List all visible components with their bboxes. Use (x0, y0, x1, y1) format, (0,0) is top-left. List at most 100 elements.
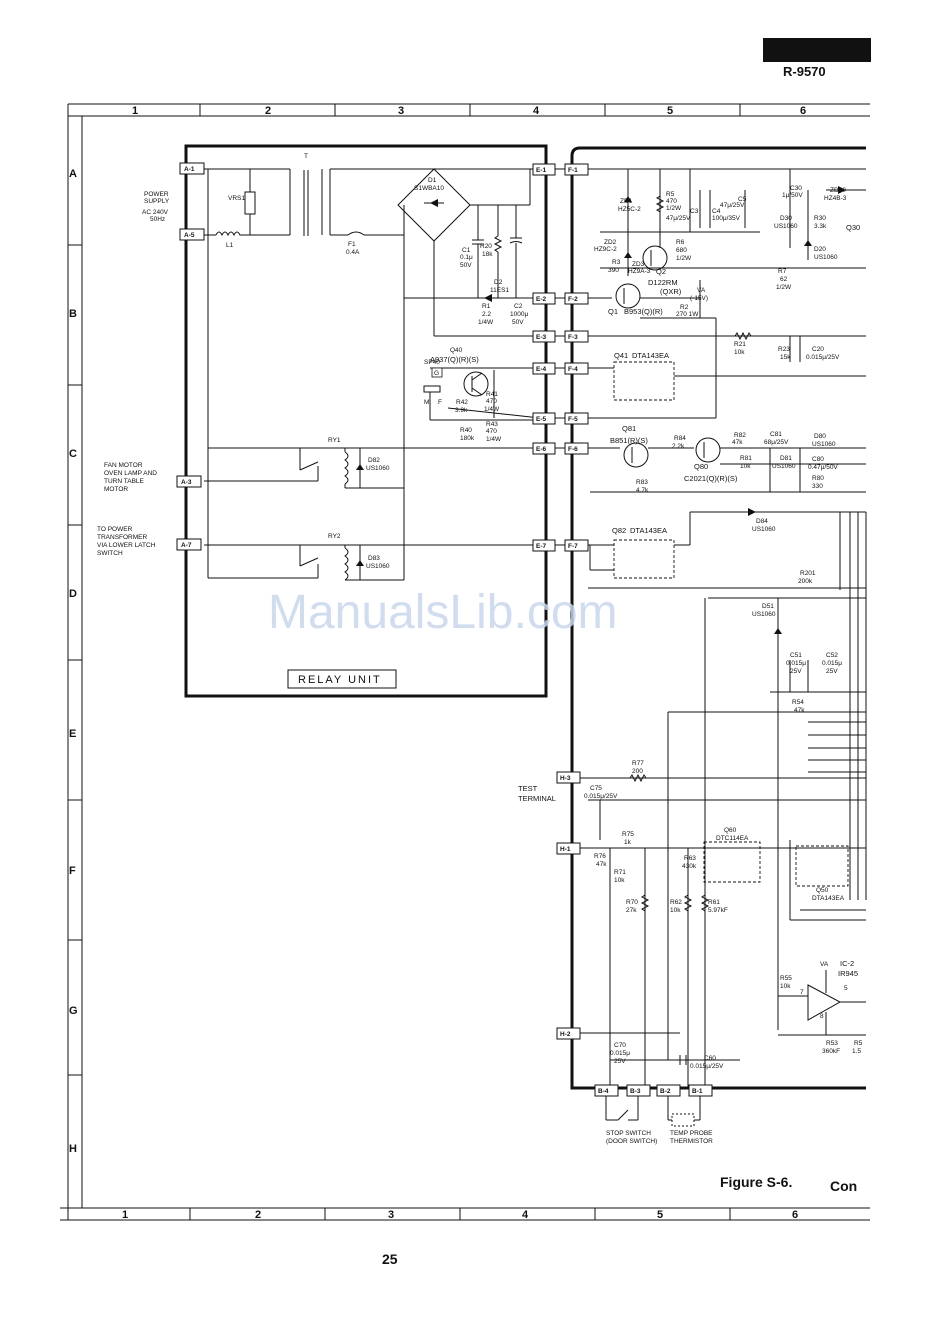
grid-col-2: 2 (265, 105, 271, 117)
svg-text:R80: R80 (812, 475, 824, 482)
svg-text:10k: 10k (614, 877, 625, 884)
svg-text:Q80: Q80 (694, 462, 708, 471)
svg-text:10k: 10k (780, 983, 791, 990)
label-d1: D1 (428, 177, 437, 184)
svg-text:270 1W: 270 1W (676, 311, 699, 318)
svg-text:25V: 25V (790, 668, 802, 675)
label-d2-val: 11ES1 (490, 287, 509, 294)
svg-text:0.015μ/25V: 0.015μ/25V (690, 1063, 724, 1070)
terminal-e5: E-5 (536, 416, 547, 423)
svg-text:7: 7 (800, 989, 804, 996)
svg-text:VA: VA (697, 287, 706, 294)
label-c1-val2: 50V (460, 262, 472, 269)
grid-col-2-bottom: 2 (255, 1209, 261, 1221)
label-r20-val: 18k (482, 251, 493, 258)
svg-text:Q1: Q1 (608, 307, 618, 316)
b-terminals: B-4 B-3 B-2 B-1 (594, 1084, 713, 1097)
svg-text:SWITCH: SWITCH (97, 550, 123, 557)
svg-text:10k: 10k (670, 907, 681, 914)
label-r40: R40 (460, 427, 472, 434)
svg-text:R5: R5 (854, 1040, 863, 1047)
svg-text:10k: 10k (740, 463, 751, 470)
label-r41: R41 (486, 391, 498, 398)
relay-terminals: A-1 A-5 A-3 A-7 (176, 162, 205, 551)
terminal-f1: F-1 (568, 167, 578, 174)
connector-wiring (555, 168, 565, 546)
control-component-labels: ZD1 HZ5C-2 R5 470 1/2W C3 47μ/25V C4 100… (584, 185, 863, 1070)
terminal-f3: F-3 (568, 334, 578, 341)
svg-text:R82: R82 (734, 432, 746, 439)
svg-text:1μ/50V: 1μ/50V (782, 192, 803, 199)
svg-text:8: 8 (820, 1013, 824, 1020)
svg-text:ZD1: ZD1 (620, 198, 633, 205)
svg-text:R61: R61 (708, 899, 720, 906)
label-r42: R42 (456, 399, 468, 406)
svg-text:470: 470 (666, 198, 677, 205)
terminal-e3: E-3 (536, 334, 547, 341)
svg-text:C2021(Q)(R)(S): C2021(Q)(R)(S) (684, 474, 738, 483)
svg-text:R55: R55 (780, 975, 792, 982)
svg-text:US1060: US1060 (812, 441, 836, 448)
svg-text:DTC114EA: DTC114EA (716, 835, 749, 842)
svg-text:R84: R84 (674, 435, 686, 442)
svg-text:(-15V): (-15V) (690, 295, 708, 302)
svg-text:R2: R2 (680, 304, 689, 311)
svg-text:R54: R54 (792, 699, 804, 706)
terminal-f4: F-4 (568, 366, 578, 373)
svg-text:R70: R70 (626, 899, 638, 906)
svg-text:680: 680 (676, 247, 687, 254)
svg-text:HZ9A-3: HZ9A-3 (628, 268, 651, 275)
label-d83-val: US1060 (366, 563, 390, 570)
terminal-h1: H-1 (560, 846, 571, 853)
svg-text:C80: C80 (812, 456, 824, 463)
svg-text:C30: C30 (790, 185, 802, 192)
svg-text:C20: C20 (812, 346, 824, 353)
svg-text:5.97kF: 5.97kF (708, 907, 728, 914)
label-r1: R1 (482, 303, 491, 310)
svg-text:US1060: US1060 (774, 223, 798, 230)
f-terminals: F-1 F-2 F-3 F-4 F-5 F-6 F-7 (564, 163, 589, 552)
label-r43: R43 (486, 421, 498, 428)
svg-text:ZD2: ZD2 (604, 239, 617, 246)
relay-unit-label-box (287, 669, 397, 689)
terminal-e1: E-1 (536, 167, 547, 174)
svg-text:D30: D30 (780, 215, 792, 222)
label-d83: D83 (368, 555, 380, 562)
label-r43-val2: 1/4W (486, 436, 502, 443)
svg-text:R53: R53 (826, 1040, 838, 1047)
label-r43-val1: 470 (486, 428, 497, 435)
svg-text:47k: 47k (596, 861, 607, 868)
svg-text:D84: D84 (756, 518, 768, 525)
svg-text:1/2W: 1/2W (676, 255, 692, 262)
svg-text:STOP SWITCH: STOP SWITCH (606, 1130, 651, 1137)
svg-text:1/2W: 1/2W (776, 284, 792, 291)
svg-text:47μ/25V: 47μ/25V (720, 202, 745, 209)
svg-text:US1060: US1060 (752, 611, 776, 618)
label-sp-f: F (438, 399, 442, 406)
svg-text:(QXR): (QXR) (660, 287, 682, 296)
svg-text:OVEN LAMP AND: OVEN LAMP AND (104, 470, 157, 477)
svg-text:47μ/25V: 47μ/25V (666, 215, 691, 222)
svg-text:R83: R83 (636, 479, 648, 486)
svg-text:Q41: Q41 (614, 351, 628, 360)
svg-text:Q2: Q2 (656, 267, 666, 276)
svg-text:0.015μ/25V: 0.015μ/25V (584, 793, 618, 800)
svg-text:VA: VA (820, 961, 829, 968)
svg-text:C51: C51 (790, 652, 802, 659)
svg-text:430k: 430k (682, 863, 697, 870)
svg-text:R201: R201 (800, 570, 816, 577)
grid-row-labels: A B C D E F G H (69, 168, 78, 1155)
svg-text:Q50: Q50 (816, 887, 829, 894)
label-f1: F1 (348, 241, 356, 248)
label-r20: R20 (480, 243, 492, 250)
terminal-e4: E-4 (536, 366, 547, 373)
terminal-h3: H-3 (560, 775, 571, 782)
grid-col-6: 6 (800, 105, 806, 117)
svg-text:330: 330 (812, 483, 823, 490)
grid-column-labels-top: 1 2 3 4 5 6 (132, 105, 806, 117)
label-ry1: RY1 (328, 437, 341, 444)
svg-text:390: 390 (608, 267, 619, 274)
svg-text:0.015μ: 0.015μ (610, 1050, 630, 1057)
terminal-a5: A-5 (184, 232, 195, 239)
